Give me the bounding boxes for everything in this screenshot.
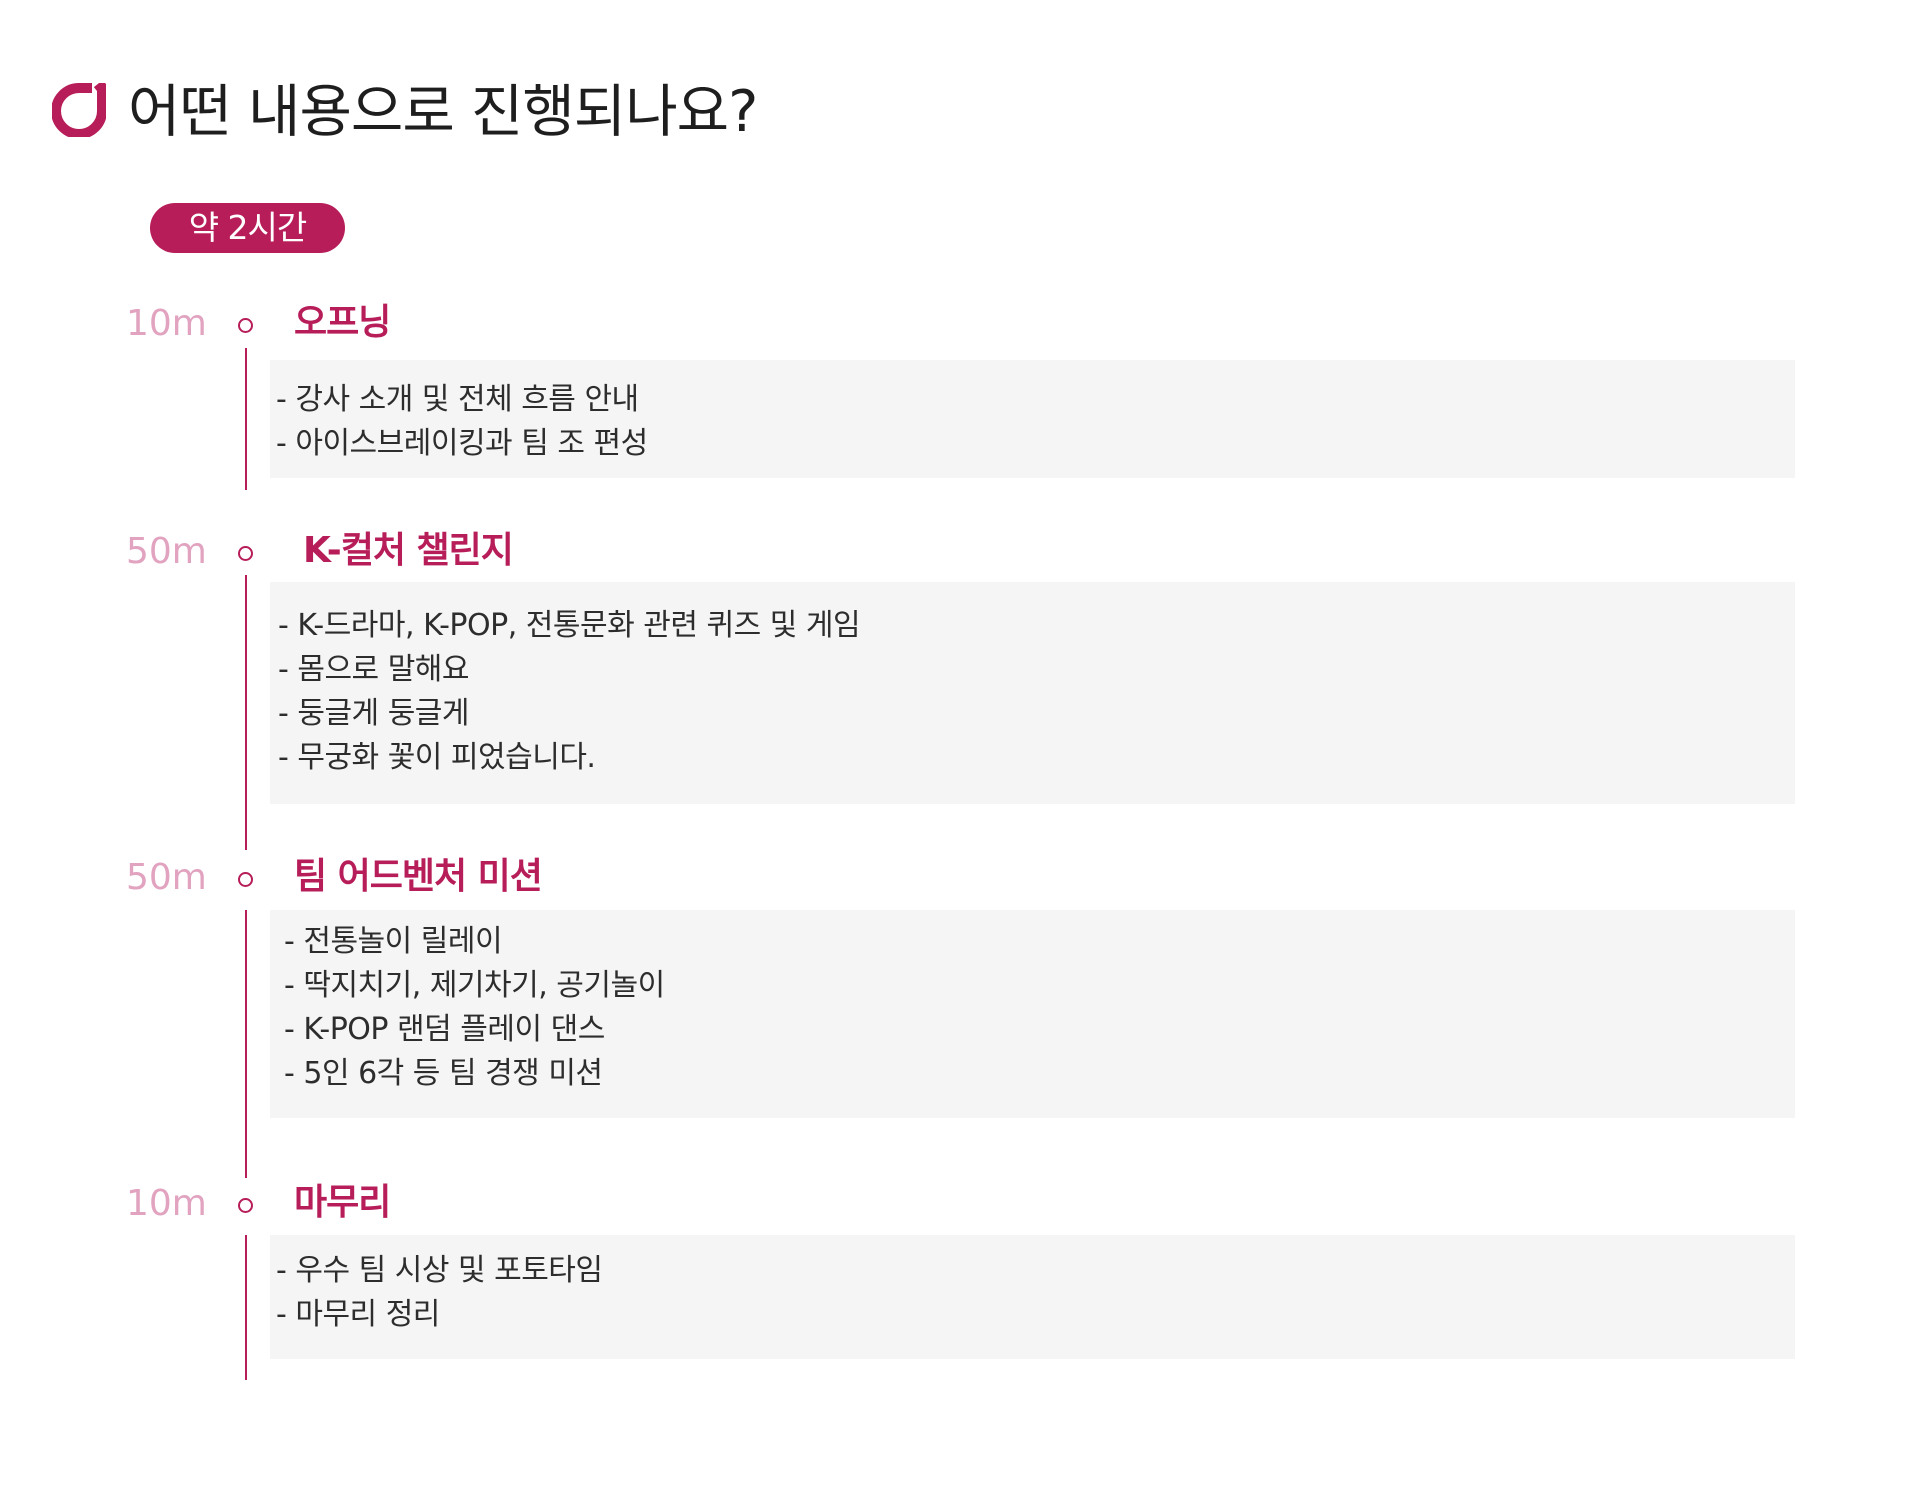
step-description-box: - 전통놀이 릴레이 - 딱지치기, 제기차기, 공기놀이 - K-POP 랜덤… (270, 910, 1795, 1118)
timeline-dot-icon (238, 1198, 253, 1213)
step-duration: 10m (126, 303, 207, 344)
list-item: - 몸으로 말해요 (278, 652, 470, 687)
timeline-line (245, 1235, 247, 1380)
timeline-dot-icon (238, 318, 253, 333)
step-duration: 50m (126, 857, 207, 898)
list-item: - 아이스브레이킹과 팀 조 편성 (276, 426, 648, 461)
step-title: 오프닝 (294, 302, 391, 343)
step-title: 팀 어드벤처 미션 (294, 856, 543, 897)
step-description-box: - 우수 팀 시상 및 포토타임 - 마무리 정리 (270, 1235, 1795, 1359)
timeline-line (245, 910, 247, 1178)
duration-badge: 약 2시간 (150, 203, 345, 253)
list-item: - 강사 소개 및 전체 흐름 안내 (276, 382, 639, 417)
step-duration: 10m (126, 1183, 207, 1224)
list-item: - 마무리 정리 (276, 1297, 440, 1332)
step-description-box: - K-드라마, K-POP, 전통문화 관련 퀴즈 및 게임 - 몸으로 말해… (270, 582, 1795, 804)
timeline-line (245, 575, 247, 850)
step-description-box: - 강사 소개 및 전체 흐름 안내 - 아이스브레이킹과 팀 조 편성 (270, 360, 1795, 478)
list-item: - 우수 팀 시상 및 포토타임 (276, 1253, 603, 1288)
step-title: 마무리 (294, 1182, 391, 1223)
step-title: K-컬처 챌린지 (303, 530, 514, 571)
list-item: - K-드라마, K-POP, 전통문화 관련 퀴즈 및 게임 (278, 608, 861, 643)
step-duration: 50m (126, 531, 207, 572)
list-item: - 전통놀이 릴레이 (284, 924, 503, 959)
timeline-dot-icon (238, 872, 253, 887)
brand-hook-icon (52, 83, 106, 137)
page-title: 어떤 내용으로 진행되나요? (128, 79, 758, 145)
list-item: - 5인 6각 등 팀 경쟁 미션 (284, 1056, 603, 1091)
list-item: - 무궁화 꽃이 피었습니다. (278, 740, 596, 775)
list-item: - 둥글게 둥글게 (278, 696, 470, 731)
timeline-dot-icon (238, 546, 253, 561)
list-item: - K-POP 랜덤 플레이 댄스 (284, 1012, 605, 1047)
timeline-line (245, 348, 247, 490)
list-item: - 딱지치기, 제기차기, 공기놀이 (284, 968, 665, 1003)
